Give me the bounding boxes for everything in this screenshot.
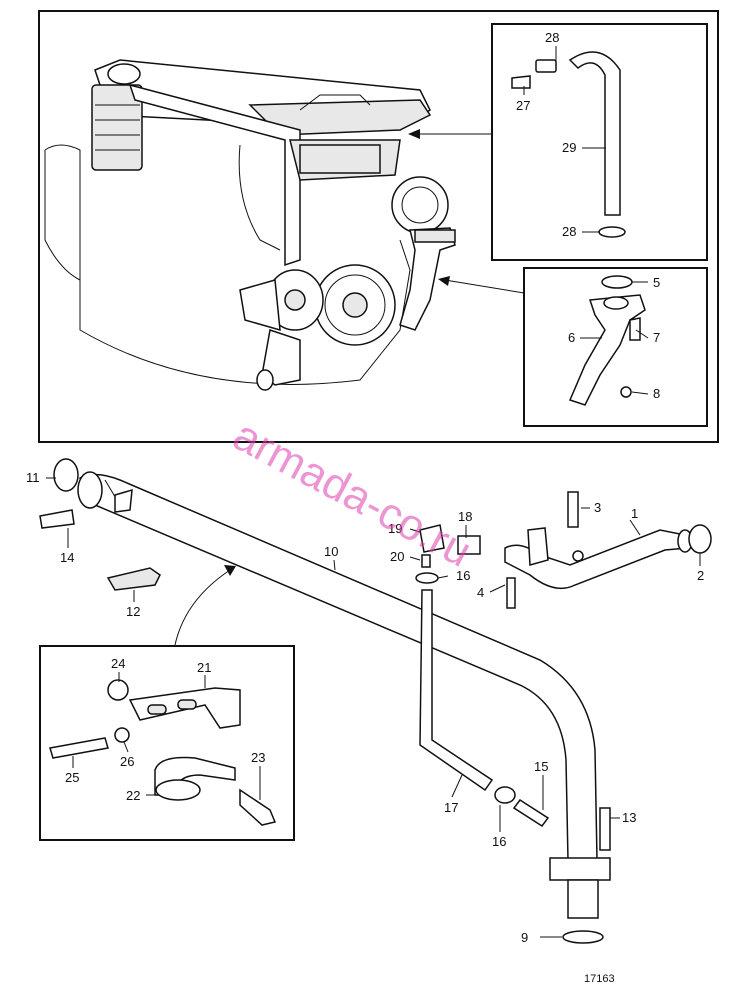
callout-29: 29: [562, 140, 576, 155]
callout-12: 12: [126, 604, 140, 619]
callout-5: 5: [653, 275, 660, 290]
callout-10: 10: [324, 544, 338, 559]
clamp-detail-parts: [49, 679, 277, 826]
callout-20: 20: [390, 549, 404, 564]
callout-15: 15: [534, 759, 548, 774]
small-parts: [39, 458, 712, 944]
callout-28-bottom: 28: [562, 224, 576, 239]
callout-8: 8: [653, 386, 660, 401]
callout-28-top: 28: [545, 30, 559, 45]
elbow-detail-parts: [568, 275, 646, 406]
callout-4: 4: [477, 585, 484, 600]
engine-illustration: [44, 59, 456, 391]
callout-18: 18: [458, 509, 472, 524]
callout-26: 26: [120, 754, 134, 769]
leader-lines: [46, 46, 701, 938]
detail-arrows: [408, 129, 525, 294]
engine-view-frame: [38, 10, 719, 443]
pipe-1: [504, 527, 693, 609]
callout-19: 19: [388, 521, 402, 536]
callout-7: 7: [653, 330, 660, 345]
callouts: 28 27 29 28 5 6 7 8 11 14 3 1 2 4 19 18 …: [26, 30, 704, 945]
curved-arrow: [174, 565, 236, 646]
callout-24: 24: [111, 656, 125, 671]
hose-detail-parts: [511, 51, 626, 238]
callout-21: 21: [197, 660, 211, 675]
callout-3: 3: [594, 500, 601, 515]
callout-22: 22: [126, 788, 140, 803]
clamp-detail-frame: [39, 645, 295, 841]
callout-14: 14: [60, 550, 74, 565]
main-pipe-10: [77, 471, 611, 919]
elbow-detail-frame: [523, 267, 708, 427]
callout-23: 23: [251, 750, 265, 765]
callout-16-upper: 16: [456, 568, 470, 583]
callout-27: 27: [516, 98, 530, 113]
drawing-number: 17163: [584, 973, 615, 985]
callout-2: 2: [697, 568, 704, 583]
callout-16-lower: 16: [492, 834, 506, 849]
callout-17: 17: [444, 800, 458, 815]
callout-13: 13: [622, 810, 636, 825]
callout-6: 6: [568, 330, 575, 345]
callout-11: 11: [26, 470, 40, 485]
callout-9: 9: [521, 930, 528, 945]
hose-detail-frame: [491, 23, 708, 261]
callout-25: 25: [65, 770, 79, 785]
callout-1: 1: [631, 506, 638, 521]
